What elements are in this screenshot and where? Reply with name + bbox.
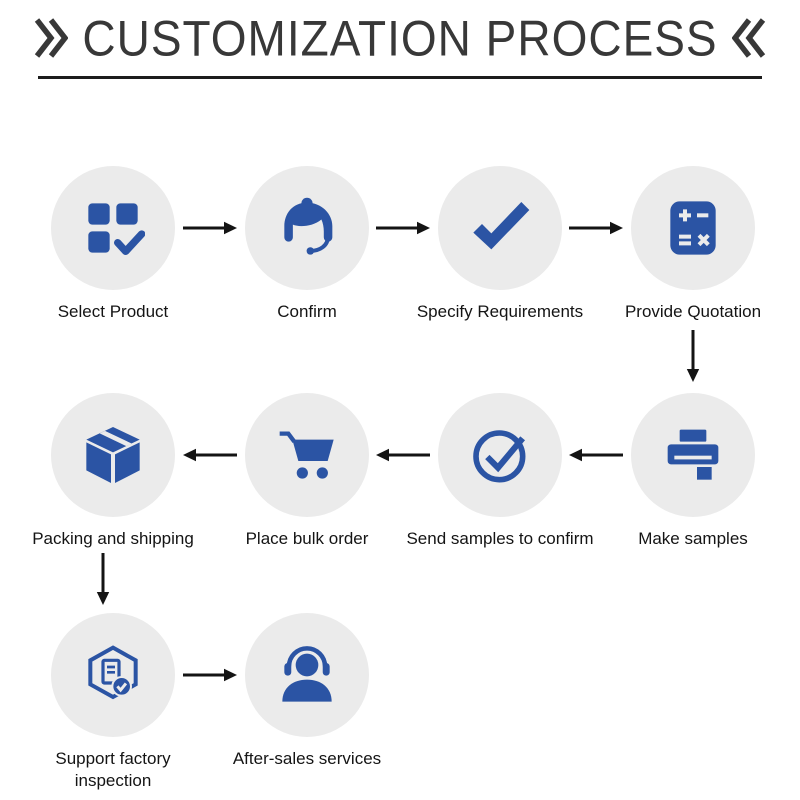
shopping-cart-icon <box>279 431 334 479</box>
step-circle <box>245 613 369 737</box>
double-chevron-left-icon <box>731 16 766 60</box>
checkmark-icon <box>473 202 530 250</box>
step-send-samples-to-confirm: Send samples to confirm <box>403 393 597 550</box>
arrow-down-icon <box>686 330 700 382</box>
step-circle <box>51 166 175 290</box>
support-agent-icon <box>284 197 333 255</box>
page-title: CUSTOMIZATION PROCESS <box>82 9 718 67</box>
step-select-product: Select Product <box>16 166 210 323</box>
step-label: Specify Requirements <box>416 302 584 321</box>
arrow-right-icon <box>183 221 237 235</box>
step-label: Place bulk order <box>245 529 369 548</box>
step-place-bulk-order: Place bulk order <box>210 393 404 550</box>
step-label: Confirm <box>277 302 337 321</box>
step-circle <box>51 393 175 517</box>
step-label: After-sales services <box>232 749 382 768</box>
grid-check-icon <box>88 203 145 255</box>
step-circle <box>51 613 175 737</box>
page-title-row: CUSTOMIZATION PROCESS <box>0 8 800 68</box>
step-make-samples: Make samples <box>596 393 790 550</box>
headset-person-icon <box>282 646 332 702</box>
step-support-factory-inspection: Support factory inspection <box>16 613 210 792</box>
arrow-down-icon <box>96 553 110 605</box>
step-label: Send samples to confirm <box>406 529 594 548</box>
factory-inspection-icon <box>88 645 138 700</box>
step-circle <box>438 166 562 290</box>
step-confirm: Confirm <box>210 166 404 323</box>
arrow-left-icon <box>569 448 623 462</box>
step-label: Make samples <box>638 529 748 548</box>
package-box-icon <box>86 427 140 483</box>
step-label: Select Product <box>57 302 169 321</box>
calculator-icon <box>670 201 716 255</box>
arrow-left-icon <box>183 448 237 462</box>
arrow-right-icon <box>183 668 237 682</box>
step-label: Provide Quotation <box>624 302 762 321</box>
arrow-left-icon <box>376 448 430 462</box>
double-chevron-right-icon <box>34 16 69 60</box>
step-circle <box>631 166 755 290</box>
printer-icon <box>667 429 719 480</box>
step-circle <box>245 393 369 517</box>
step-label: Support factory inspection <box>55 749 171 791</box>
step-circle <box>631 393 755 517</box>
step-after-sales-services: After-sales services <box>210 613 404 770</box>
step-circle <box>438 393 562 517</box>
step-provide-quotation: Provide Quotation <box>596 166 790 323</box>
step-packing-and-shipping: Packing and shipping <box>16 393 210 550</box>
arrow-right-icon <box>376 221 430 235</box>
step-label: Packing and shipping <box>32 529 194 548</box>
check-circle-icon <box>473 430 526 483</box>
title-underline <box>38 76 762 79</box>
arrow-right-icon <box>569 221 623 235</box>
step-circle <box>245 166 369 290</box>
step-specify-requirements: Specify Requirements <box>403 166 597 323</box>
